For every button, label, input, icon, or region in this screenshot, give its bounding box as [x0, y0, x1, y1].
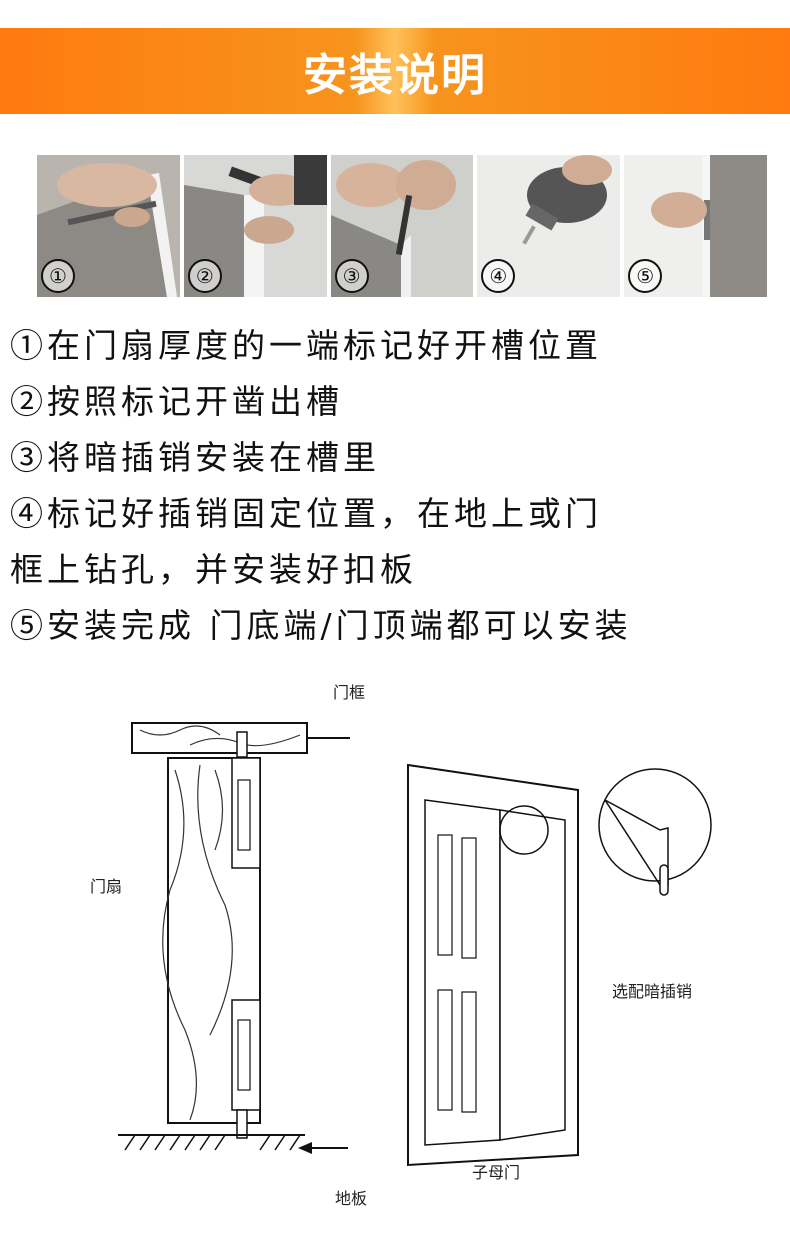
installation-photos: ① ② ③ ④: [37, 155, 767, 297]
photo-step-5: ⑤: [624, 155, 767, 297]
step-list: ①在门扇厚度的一端标记好开槽位置 ②按照标记开凿出槽 ③将暗插销安装在槽里 ④标…: [10, 318, 790, 654]
floor-label: 地板: [335, 1189, 367, 1208]
step-5: ⑤安装完成 门底端/门顶端都可以安装: [10, 606, 632, 645]
leaf-label: 门扇: [90, 877, 122, 896]
photo-number: ①: [41, 259, 75, 293]
page-title: 安装说明: [303, 50, 487, 101]
double-door-label: 子母门: [472, 1163, 520, 1182]
photo-number: ④: [481, 259, 516, 293]
photo-step-4: ④: [477, 155, 621, 297]
title-banner: 安装说明: [0, 28, 790, 114]
step-4: ④标记好插销固定位置，在地上或门 框上钻孔，并安装好扣板: [10, 494, 602, 589]
photo-step-1: ①: [37, 155, 180, 297]
photo-number: ②: [187, 259, 222, 293]
photo-number: ⑤: [628, 259, 663, 293]
frame-label: 门框: [333, 683, 365, 702]
step-3: ③将暗插销安装在槽里: [10, 438, 380, 477]
photo-number: ③: [334, 259, 369, 293]
photo-step-3: ③: [330, 155, 474, 297]
step-1: ①在门扇厚度的一端标记好开槽位置: [10, 326, 602, 365]
bolt-label: 选配暗插销: [612, 982, 692, 1001]
photo-step-2: ②: [183, 155, 327, 297]
bolt-detail: [598, 768, 712, 882]
step-2: ②按照标记开凿出槽: [10, 382, 343, 421]
installation-diagram: 门框 门扇 地板 子母门 选配暗插销: [90, 683, 712, 1208]
